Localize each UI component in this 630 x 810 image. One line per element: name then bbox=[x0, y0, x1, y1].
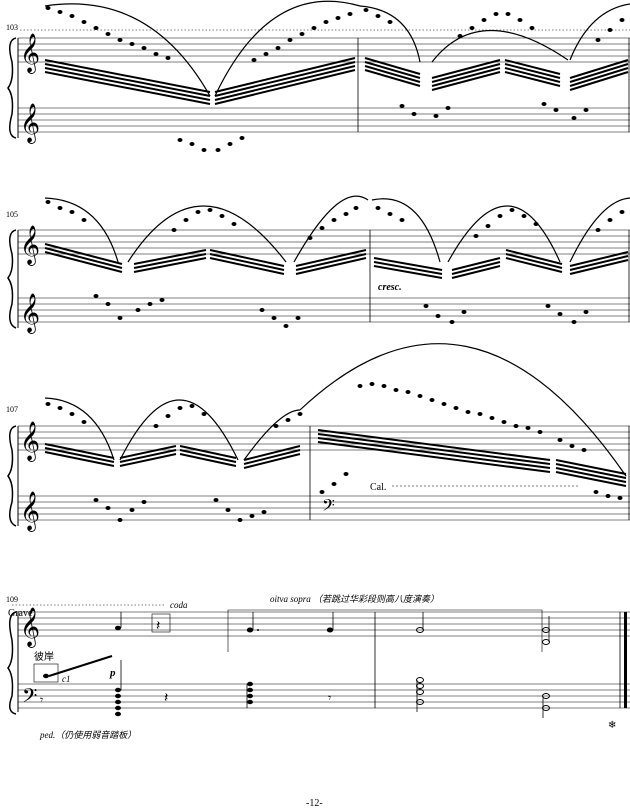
note-head bbox=[246, 627, 254, 633]
treble-staff bbox=[18, 611, 630, 637]
note-heads bbox=[45, 200, 625, 328]
slur bbox=[569, 3, 630, 61]
note-head bbox=[115, 625, 121, 631]
bass-chord-half bbox=[542, 693, 550, 711]
coda-box bbox=[151, 613, 171, 633]
tremolo-beams bbox=[44, 57, 629, 105]
measure-number: 107 bbox=[6, 405, 18, 414]
bass-chord-half bbox=[416, 677, 424, 705]
grand-staff-brace bbox=[7, 229, 17, 329]
half-note-head bbox=[542, 639, 550, 645]
grave-marking: Grave bbox=[8, 608, 33, 619]
slur bbox=[214, 0, 361, 97]
coda-marking: coda bbox=[170, 600, 188, 610]
measure-number: 103 bbox=[6, 23, 18, 32]
treble-clef-icon: 𝄞 bbox=[20, 421, 40, 462]
lower-staff bbox=[18, 297, 630, 323]
slur bbox=[44, 197, 119, 263]
slur bbox=[44, 3, 211, 97]
beam bbox=[48, 655, 113, 677]
slur bbox=[44, 397, 115, 461]
rest-icon: 𝄽 bbox=[156, 618, 160, 634]
treble-clef-icon: 𝄞 bbox=[20, 491, 40, 532]
dot bbox=[257, 629, 259, 631]
system-2: 105 𝄞 𝄞 bbox=[6, 195, 630, 334]
treble-clef-icon: 𝄞 bbox=[20, 33, 40, 74]
system-1: 103 𝄞 𝄞 bbox=[6, 0, 630, 152]
bian-an-label: 彼岸 bbox=[34, 650, 54, 663]
tremolo-beams bbox=[44, 429, 627, 487]
ottava-bracket bbox=[227, 609, 543, 652]
note-head bbox=[326, 627, 334, 633]
slur bbox=[447, 205, 561, 263]
slur bbox=[431, 30, 569, 63]
treble-staff bbox=[18, 229, 630, 255]
cal-marking: Cal. bbox=[370, 482, 386, 493]
page-number: -12- bbox=[306, 798, 323, 809]
bass-chord bbox=[247, 681, 253, 705]
treble-clef-icon: 𝄞 bbox=[20, 293, 40, 334]
system-3: 107 𝄞 𝄞 𝄢 bbox=[6, 343, 630, 532]
treble-staff bbox=[18, 37, 630, 63]
rest-icon: 𝄾 bbox=[40, 693, 43, 707]
bass-staff bbox=[18, 683, 630, 709]
bass-clef-icon: 𝄢 bbox=[22, 684, 37, 712]
treble-clef-icon: 𝄞 bbox=[20, 607, 40, 648]
c1-marking: c1 bbox=[62, 674, 71, 684]
cue-box bbox=[33, 663, 59, 683]
grand-staff-brace bbox=[7, 611, 17, 715]
treble-clef-icon: 𝄞 bbox=[20, 103, 40, 144]
bass-chord bbox=[115, 687, 121, 717]
measure-number: 105 bbox=[6, 210, 18, 219]
rest-icon: 𝄾 bbox=[328, 691, 331, 705]
grand-staff-brace bbox=[7, 425, 17, 527]
dynamic-p: p bbox=[109, 667, 116, 679]
grand-staff-brace bbox=[7, 37, 17, 139]
slur bbox=[119, 399, 239, 461]
half-note-head bbox=[542, 627, 550, 633]
note-heads bbox=[45, 382, 623, 522]
final-barline-thick bbox=[624, 612, 627, 708]
slur bbox=[299, 343, 627, 477]
tremolo-beams bbox=[44, 243, 629, 279]
slur bbox=[359, 5, 421, 63]
treble-clef-icon: 𝄞 bbox=[20, 225, 40, 266]
bass-clef-icon: 𝄢 bbox=[322, 495, 335, 519]
note-heads bbox=[45, 6, 625, 152]
pedal-release-icon: ❄ bbox=[608, 720, 616, 731]
lower-staff bbox=[18, 107, 630, 133]
slur bbox=[127, 205, 287, 263]
slur bbox=[243, 409, 301, 461]
ottava-marking: oitva sopra （若跳过华彩段则高八度演奏） bbox=[270, 594, 439, 604]
note-head bbox=[43, 673, 49, 679]
cresc-marking: cresc. bbox=[378, 282, 402, 293]
slur bbox=[293, 195, 369, 263]
system-4: 109 Grave coda oitva sopra （若跳过华彩段则高八度演奏… bbox=[6, 594, 630, 740]
rest-icon: 𝄽 bbox=[164, 690, 168, 706]
measure-number: 109 bbox=[6, 595, 18, 604]
slur bbox=[371, 198, 441, 263]
slur bbox=[569, 197, 630, 263]
pedal-marking: ped.（仍使用弱音踏板） bbox=[39, 730, 136, 740]
half-note-head bbox=[416, 627, 424, 633]
